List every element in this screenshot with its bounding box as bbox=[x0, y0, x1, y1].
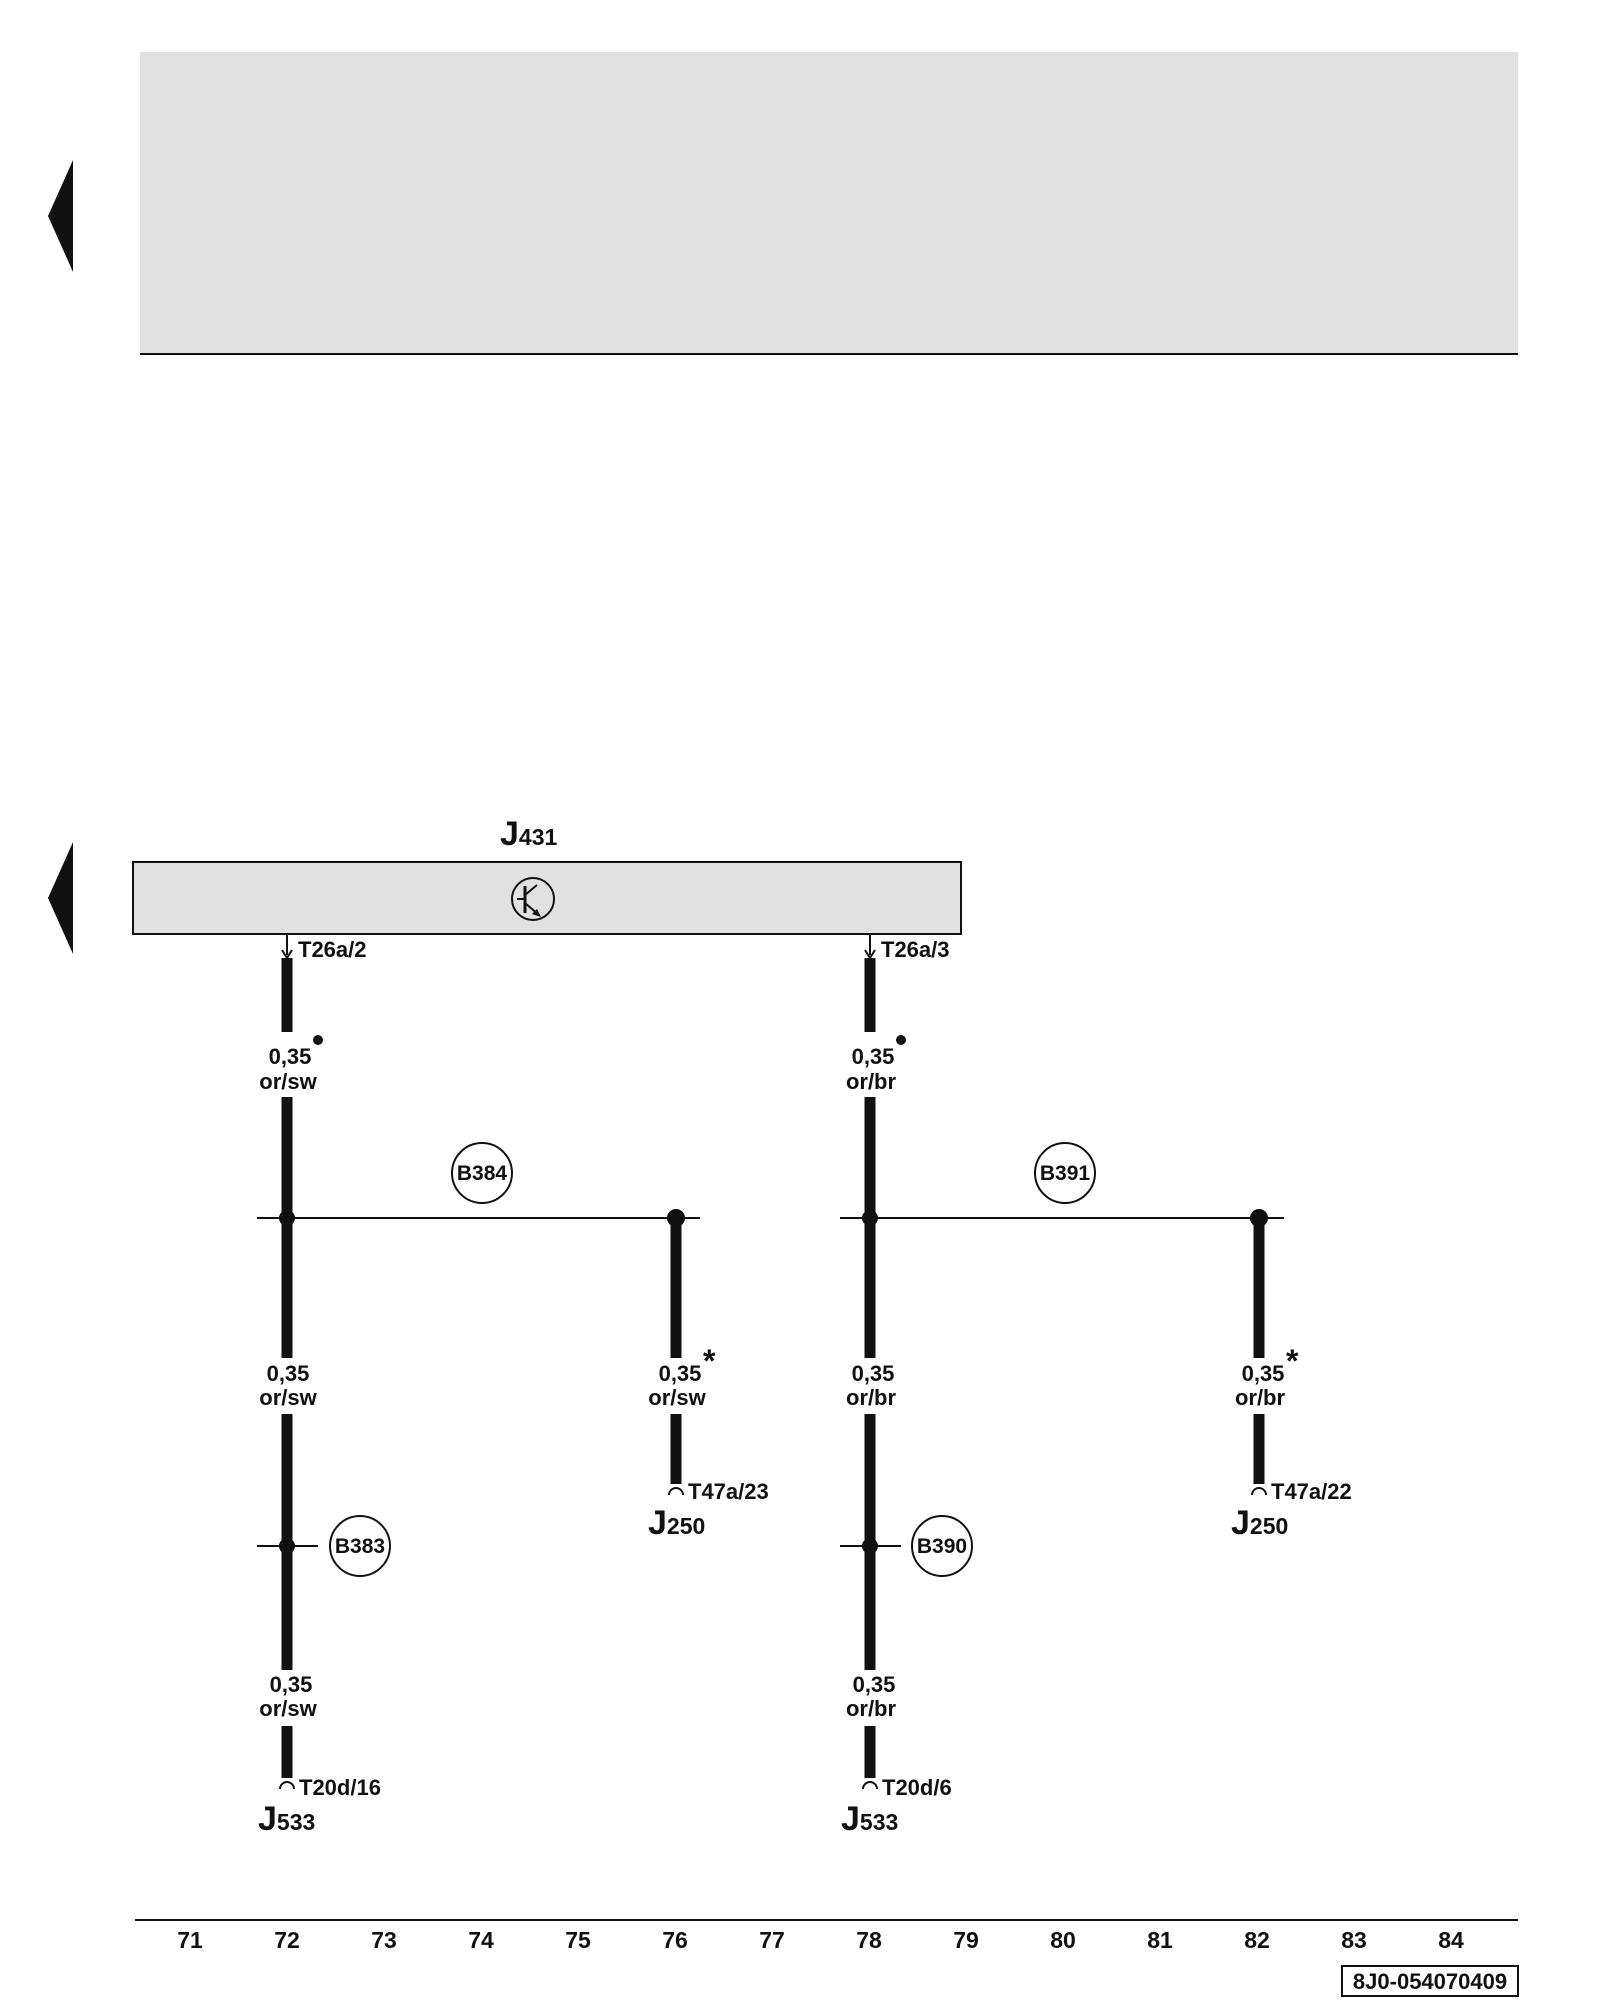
wire-color-label: or/sw bbox=[259, 1069, 317, 1094]
junction-dot bbox=[279, 1210, 295, 1226]
wire-color-label: or/br bbox=[846, 1069, 897, 1094]
connector-socket bbox=[279, 1781, 295, 1790]
connection-b391-circle bbox=[1034, 1142, 1096, 1204]
track-number-79: 79 bbox=[953, 1927, 979, 1953]
wire-color-label: or/br bbox=[846, 1696, 897, 1721]
wire-color-label: or/sw bbox=[259, 1696, 317, 1721]
connection-b383-circle bbox=[329, 1515, 391, 1577]
dot-marker bbox=[313, 1035, 323, 1045]
junction-dot bbox=[862, 1210, 878, 1226]
connector-socket bbox=[1251, 1487, 1267, 1496]
connection-b391-label: B391 bbox=[1040, 1162, 1091, 1185]
track-number-74: 74 bbox=[468, 1927, 494, 1953]
connector-socket bbox=[862, 1781, 878, 1790]
dot-marker bbox=[896, 1035, 906, 1045]
left-circuit: T26a/2 0,35 or/sw B384 0,35 or/sw 0,35 o… bbox=[257, 934, 769, 1838]
wire-color-label: or/br bbox=[1235, 1385, 1286, 1410]
wire-size-label: 0,35 bbox=[1242, 1361, 1285, 1386]
wire-size-label: 0,35 bbox=[852, 1361, 895, 1386]
track-number-72: 72 bbox=[274, 1927, 300, 1953]
j250-label-right: J250 bbox=[1231, 1504, 1288, 1542]
track-number-83: 83 bbox=[1341, 1927, 1367, 1953]
connection-b390-circle bbox=[911, 1515, 973, 1577]
wire-size-label: 0,35 bbox=[269, 1044, 312, 1069]
wire-size-label: 0,35 bbox=[852, 1044, 895, 1069]
j533-label-right: J533 bbox=[841, 1800, 898, 1838]
current-track-numbers: 71 72 73 74 75 76 77 78 79 80 81 82 83 84 bbox=[177, 1927, 1464, 1953]
connector-t26a-2: T26a/2 bbox=[298, 937, 367, 962]
star-marker: * bbox=[703, 1343, 716, 1379]
j431-label: J431 bbox=[500, 815, 558, 853]
wire-size-label: 0,35 bbox=[270, 1672, 313, 1697]
j250-label-left: J250 bbox=[648, 1504, 705, 1542]
document-code-box bbox=[1341, 1965, 1519, 1997]
connection-b390-label: B390 bbox=[917, 1535, 967, 1558]
track-number-77: 77 bbox=[759, 1927, 785, 1953]
wire-color-label: or/sw bbox=[648, 1385, 706, 1410]
transistor-symbol-icon bbox=[511, 877, 555, 921]
connector-t47a-23: T47a/23 bbox=[688, 1479, 769, 1504]
track-number-82: 82 bbox=[1244, 1927, 1270, 1953]
connector-t26a-3: T26a/3 bbox=[881, 937, 950, 962]
header-panel bbox=[140, 52, 1518, 354]
connector-socket bbox=[668, 1487, 684, 1496]
connector-t20d-6: T20d/6 bbox=[882, 1775, 952, 1800]
track-number-71: 71 bbox=[177, 1927, 203, 1953]
track-number-78: 78 bbox=[856, 1927, 882, 1953]
track-number-81: 81 bbox=[1147, 1927, 1173, 1953]
wire-color-label: or/br bbox=[846, 1385, 897, 1410]
connection-b383-label: B383 bbox=[335, 1535, 385, 1558]
j533-label-left: J533 bbox=[258, 1800, 315, 1838]
wire-size-label: 0,35 bbox=[853, 1672, 896, 1697]
connection-b384-label: B384 bbox=[457, 1162, 508, 1185]
connector-t47a-22: T47a/22 bbox=[1271, 1479, 1352, 1504]
junction-dot bbox=[862, 1538, 878, 1554]
track-number-73: 73 bbox=[371, 1927, 397, 1953]
star-marker: * bbox=[1286, 1343, 1299, 1379]
track-number-75: 75 bbox=[565, 1927, 591, 1953]
track-number-80: 80 bbox=[1050, 1927, 1076, 1953]
track-number-76: 76 bbox=[662, 1927, 688, 1953]
page-left-arrow-icon[interactable] bbox=[48, 160, 73, 272]
j431-box bbox=[132, 861, 962, 935]
connector-t20d-16: T20d/16 bbox=[299, 1775, 381, 1800]
wire-color-label: or/sw bbox=[259, 1385, 317, 1410]
wire-size-label: 0,35 bbox=[267, 1361, 310, 1386]
wire-size-label: 0,35 bbox=[659, 1361, 702, 1386]
track-number-84: 84 bbox=[1438, 1927, 1464, 1953]
junction-dot bbox=[279, 1538, 295, 1554]
right-circuit: T26a/3 0,35 or/br B391 0,35 or/br 0,35 o… bbox=[840, 934, 1352, 1838]
document-code: 8J0-054070409 bbox=[1353, 1969, 1507, 1994]
connection-b384-circle bbox=[451, 1142, 513, 1204]
page-left-arrow-icon[interactable] bbox=[48, 842, 73, 954]
